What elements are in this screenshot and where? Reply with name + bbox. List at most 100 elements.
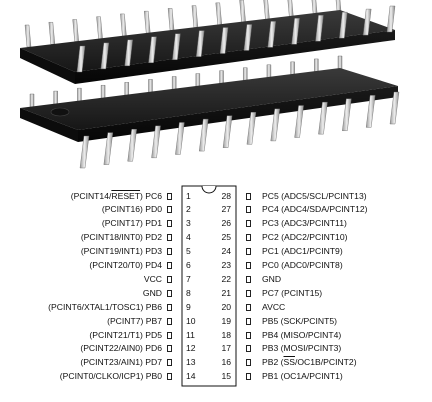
pin-label-overline-text: SS bbox=[283, 357, 295, 368]
package-pin bbox=[124, 39, 133, 67]
pin-number: 22 bbox=[221, 273, 231, 284]
package-pin bbox=[339, 11, 348, 39]
pin-label-text: PC0 (ADC0/PCINT8) bbox=[262, 260, 343, 270]
left-pin-label: (PCINT17) PD1 bbox=[12, 218, 162, 229]
pin-label-text: (PCINT16) PD0 bbox=[101, 204, 162, 215]
pin-number: 16 bbox=[221, 357, 231, 368]
pin-label-text: VCC bbox=[143, 273, 162, 284]
pin-label-text: (PCINT23/AIN1) PD7 bbox=[80, 357, 162, 368]
right-pin-label: PB2 (SS/OC1B/PCINT2) bbox=[262, 357, 357, 368]
pin-label-text: PC4 (ADC4/SDA/PCINT12) bbox=[262, 204, 368, 215]
pin-box bbox=[167, 317, 172, 325]
package-pin bbox=[124, 82, 129, 97]
package-pin bbox=[24, 24, 32, 48]
pin-label-overline-text: RESET bbox=[111, 190, 141, 201]
right-pin-label: GND bbox=[262, 274, 281, 285]
pin-box bbox=[167, 206, 172, 214]
pin-box bbox=[246, 192, 251, 200]
left-pin-label: (PCINT14/RESET) PC6 bbox=[12, 191, 162, 202]
right-pin-label: PB1 (OC1A/PCINT1) bbox=[262, 371, 343, 382]
pin-number: 3 bbox=[186, 218, 191, 229]
right-pin-label: PC4 (ADC4/SDA/PCINT12) bbox=[262, 204, 368, 215]
pin-label-text-suffix: /OC1B/PCINT2) bbox=[294, 357, 357, 368]
package-pin bbox=[335, 0, 342, 12]
left-pin-label: (PCINT19/INT1) PD3 bbox=[12, 246, 162, 257]
pin-label-text: PC2 (ADC2/PCINT10) bbox=[262, 232, 348, 243]
pin-label-text: PB1 (OC1A/PCINT1) bbox=[262, 371, 343, 382]
package-pin bbox=[362, 8, 372, 36]
pin-number: 18 bbox=[221, 329, 231, 340]
pin-number: 9 bbox=[186, 301, 191, 312]
left-pin-label: (PCINT21/T1) PD5 bbox=[12, 330, 162, 341]
package-pin bbox=[72, 19, 79, 42]
pin-number: 26 bbox=[221, 218, 231, 229]
pin-box bbox=[167, 289, 172, 297]
left-pin-label: VCC bbox=[12, 274, 162, 285]
pin-box bbox=[246, 262, 251, 269]
package-pin bbox=[215, 2, 222, 26]
left-pin-label: (PCINT23/AIN1) PD7 bbox=[12, 357, 162, 368]
package-pin bbox=[171, 76, 177, 91]
left-pin-label: (PCINT20/T0) PD4 bbox=[12, 260, 162, 271]
pin-label-text: (PCINT18/INT0) PD2 bbox=[80, 232, 162, 243]
pin-label-text-suffix: ) PC6 bbox=[140, 190, 162, 201]
pin-number: 19 bbox=[221, 315, 231, 326]
pin-box bbox=[246, 359, 251, 367]
package-pin bbox=[148, 36, 157, 63]
package-pin bbox=[96, 16, 103, 39]
pin-label-text: (PCINT21/T1) PD5 bbox=[89, 329, 162, 340]
pin-number: 13 bbox=[186, 357, 196, 368]
pin-label-text: (PCINT14/ bbox=[70, 190, 112, 201]
pin-number: 6 bbox=[186, 260, 191, 270]
package-pin bbox=[148, 79, 153, 94]
package-pin bbox=[100, 42, 110, 70]
right-pin-label: PC7 (PCINT15) bbox=[262, 288, 322, 299]
package-pin bbox=[315, 15, 324, 42]
package-pin bbox=[342, 98, 352, 131]
pin-box bbox=[167, 359, 172, 367]
pin-label-text: (PCINT17) PD1 bbox=[101, 218, 162, 229]
pin-number: 17 bbox=[221, 343, 231, 354]
package-pin bbox=[365, 95, 376, 128]
pin-box bbox=[167, 345, 172, 353]
pin-box bbox=[246, 275, 251, 283]
pin-number: 21 bbox=[221, 287, 231, 298]
pin-box bbox=[167, 331, 172, 339]
pin-box bbox=[246, 317, 251, 325]
left-pin-label: (PCINT0/CLKO/ICP1) PB0 bbox=[12, 371, 162, 382]
package-pin bbox=[270, 108, 280, 142]
package-pin bbox=[127, 129, 137, 162]
pin-label-text: (PCINT20/T0) PD4 bbox=[89, 260, 162, 270]
right-pin-label: PB5 (SCK/PCINT5) bbox=[262, 316, 337, 327]
package-pin bbox=[76, 45, 86, 73]
pin-label-text: PB4 (MISO/PCINT4) bbox=[262, 329, 342, 340]
pin-number: 14 bbox=[186, 371, 196, 382]
left-pin-label: (PCINT6/XTAL1/TOSC1) PB6 bbox=[12, 302, 162, 313]
package-pin bbox=[318, 101, 328, 135]
left-pin-label: (PCINT7) PB7 bbox=[12, 316, 162, 327]
right-pin-label: PC0 (ADC0/PCINT8) bbox=[262, 260, 343, 271]
pin-box bbox=[246, 234, 251, 242]
package-pin bbox=[195, 73, 201, 88]
pin-number: 10 bbox=[186, 315, 196, 326]
package-pin bbox=[219, 27, 229, 54]
pin-label-text: (PCINT6/XTAL1/TOSC1) PB6 bbox=[48, 301, 162, 312]
package-pin bbox=[267, 21, 276, 48]
pin-number: 25 bbox=[221, 232, 231, 243]
package-pin bbox=[175, 122, 185, 155]
dip28-chip-lower-icon bbox=[20, 55, 400, 169]
pin-number: 5 bbox=[186, 246, 191, 257]
pin-box bbox=[246, 331, 251, 339]
package-pin bbox=[219, 70, 224, 85]
package-pin bbox=[311, 0, 318, 14]
pin-box bbox=[246, 373, 251, 381]
left-pin-label: GND bbox=[12, 288, 162, 299]
package-pin bbox=[48, 22, 56, 45]
pin-box bbox=[246, 345, 251, 353]
pin-box bbox=[246, 303, 251, 311]
pin-label-text: (PCINT22/AIN0) PD6 bbox=[80, 343, 162, 354]
pin-box bbox=[167, 248, 172, 256]
left-pin-label: (PCINT18/INT0) PD2 bbox=[12, 232, 162, 243]
pin-box bbox=[246, 289, 251, 297]
